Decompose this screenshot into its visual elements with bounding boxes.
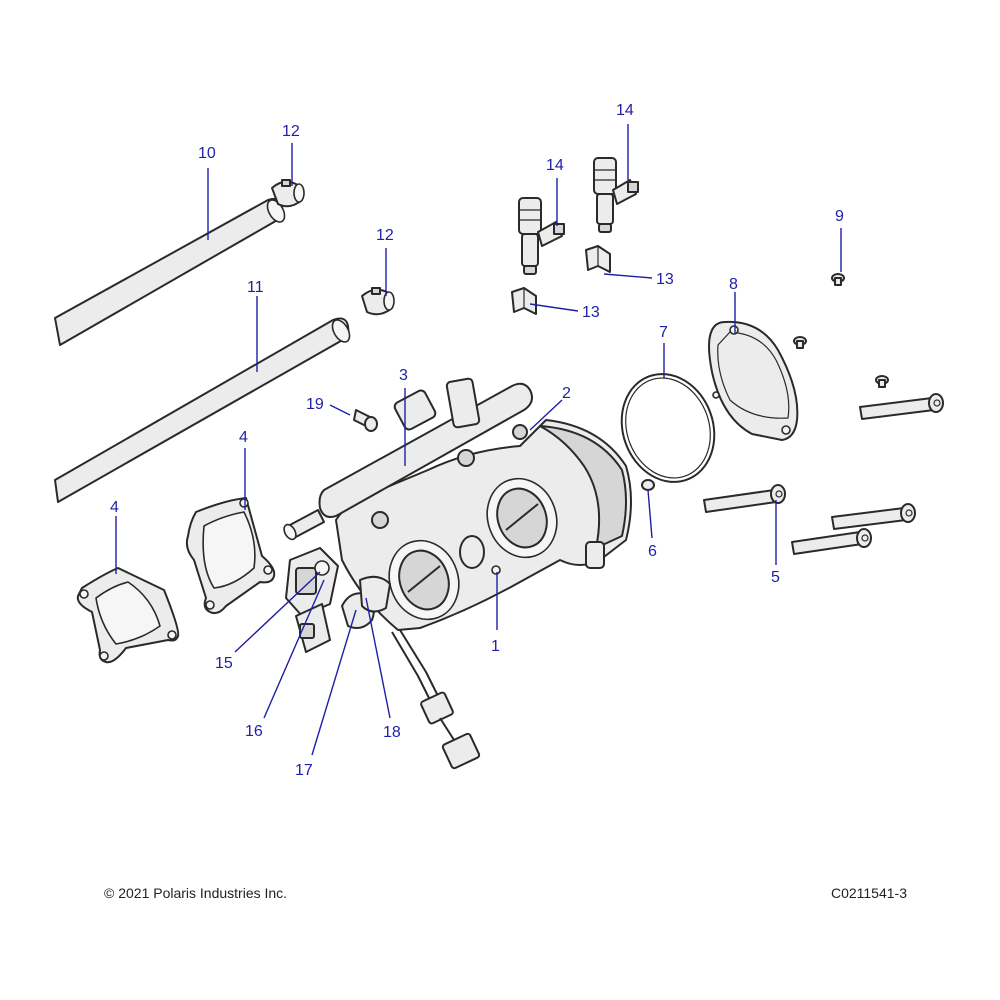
callout-5: 5 bbox=[771, 569, 780, 586]
callout-3: 3 bbox=[399, 367, 408, 384]
callout-15: 15 bbox=[215, 655, 233, 672]
part-15-sensor bbox=[285, 547, 339, 617]
callout-11: 11 bbox=[247, 279, 264, 296]
part-10-tube bbox=[54, 197, 286, 346]
callout-14-right: 14 bbox=[616, 102, 634, 119]
callout-8: 8 bbox=[729, 276, 738, 293]
callout-7: 7 bbox=[659, 324, 668, 341]
callout-9: 9 bbox=[835, 208, 844, 225]
part-4-gasket-front bbox=[76, 567, 180, 664]
part-6-nut bbox=[641, 479, 655, 491]
part-5-bolt-3 bbox=[831, 503, 916, 530]
part-13-clip-upper bbox=[585, 245, 611, 273]
callout-18: 18 bbox=[383, 724, 401, 741]
copyright-text: © 2021 Polaris Industries Inc. bbox=[104, 885, 288, 901]
callout-2: 2 bbox=[562, 385, 571, 402]
part-3-fuel-rail bbox=[283, 377, 533, 541]
callout-6: 6 bbox=[648, 543, 657, 560]
callout-4-rear: 4 bbox=[239, 429, 248, 446]
callout-4-front: 4 bbox=[110, 499, 119, 516]
callout-14-left: 14 bbox=[546, 157, 564, 174]
leader-lines bbox=[115, 124, 842, 756]
part-13-clip-lower bbox=[511, 287, 537, 315]
callout-16: 16 bbox=[245, 723, 263, 740]
callout-1: 1 bbox=[491, 638, 500, 655]
callout-13-lower: 13 bbox=[582, 304, 600, 321]
cover-screw-lower bbox=[875, 375, 889, 388]
figure-id: C0211541-3 bbox=[830, 885, 907, 901]
callout-17: 17 bbox=[295, 762, 313, 779]
cover-screw-upper bbox=[793, 336, 807, 349]
part-9-screw bbox=[831, 273, 845, 286]
callout-12-upper: 12 bbox=[282, 123, 300, 140]
part-4-gasket-rear bbox=[185, 497, 276, 615]
part-14-injector-left bbox=[518, 197, 565, 275]
callout-10: 10 bbox=[198, 145, 216, 162]
callout-12-lower: 12 bbox=[376, 227, 394, 244]
part-14-injector-right bbox=[593, 157, 639, 233]
part-7-o-ring bbox=[620, 373, 716, 483]
part-12-clamp-upper bbox=[271, 179, 305, 208]
callout-19: 19 bbox=[306, 396, 324, 413]
callout-labels: 1 2 3 4 4 5 6 7 8 9 10 11 12 12 13 13 14… bbox=[110, 102, 844, 779]
part-12-clamp-lower bbox=[361, 287, 395, 316]
part-8-cover bbox=[708, 320, 799, 441]
part-11-tube bbox=[54, 317, 351, 503]
part-16-connector bbox=[295, 603, 331, 653]
callout-13-upper: 13 bbox=[656, 271, 674, 288]
part-5-bolt-1 bbox=[859, 393, 944, 420]
part-19-screw bbox=[353, 409, 378, 432]
part-5-bolt-4 bbox=[791, 528, 872, 555]
part-1-throttle-body bbox=[335, 419, 632, 631]
part-5-bolt-2 bbox=[703, 484, 786, 513]
part-18-sensor-harness bbox=[359, 575, 481, 770]
